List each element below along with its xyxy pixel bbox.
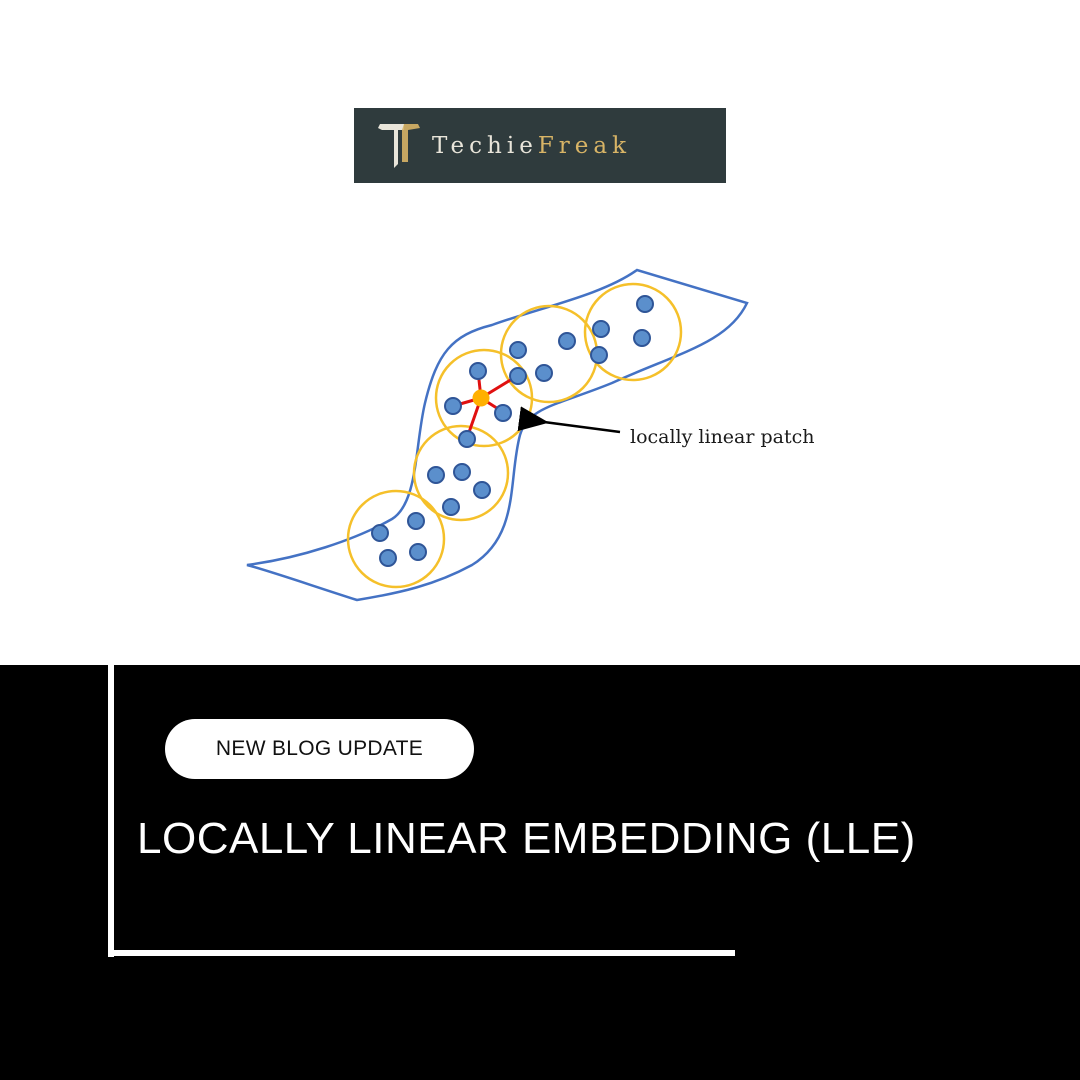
- data-point: [379, 549, 397, 567]
- data-point: [444, 397, 462, 415]
- data-point: [458, 430, 476, 448]
- data-point: [636, 295, 654, 313]
- data-point: [592, 320, 610, 338]
- data-point: [535, 364, 553, 382]
- data-point: [633, 329, 651, 347]
- patch-circle: [412, 424, 510, 522]
- data-point: [469, 362, 487, 380]
- data-point: [473, 481, 491, 499]
- data-point: [407, 512, 425, 530]
- data-point: [453, 463, 471, 481]
- data-point: [371, 524, 389, 542]
- data-point: [558, 332, 576, 350]
- logo-mark-icon: [378, 124, 420, 168]
- logo-word-techie: Techie: [432, 133, 538, 159]
- page-title: LOCALLY LINEAR EMBEDDING (LLE): [137, 814, 916, 863]
- top-section: TechieFreak: [246, 108, 815, 602]
- lle-manifold-diagram: locally linear patch: [246, 268, 815, 602]
- techiefreak-logo: TechieFreak: [354, 108, 726, 183]
- blog-update-tag: NEW BLOG UPDATE: [165, 719, 474, 779]
- data-points: [371, 295, 654, 567]
- data-point: [509, 367, 527, 385]
- frame-bottom-line: [108, 950, 735, 956]
- data-point: [409, 543, 427, 561]
- data-point: [494, 404, 512, 422]
- data-point: [509, 341, 527, 359]
- center-point: [472, 389, 490, 407]
- patch-circle: [346, 489, 446, 589]
- data-point: [590, 346, 608, 364]
- patch-label: locally linear patch: [630, 426, 815, 448]
- logo-word-freak: Freak: [537, 133, 632, 159]
- bottom-banner: [0, 665, 1080, 1080]
- data-point: [427, 466, 445, 484]
- pointer-arrow: [517, 406, 621, 434]
- patch-circle: [583, 282, 683, 382]
- data-point: [442, 498, 460, 516]
- frame-left-line: [108, 665, 114, 957]
- logo-wordmark: TechieFreak: [432, 126, 631, 166]
